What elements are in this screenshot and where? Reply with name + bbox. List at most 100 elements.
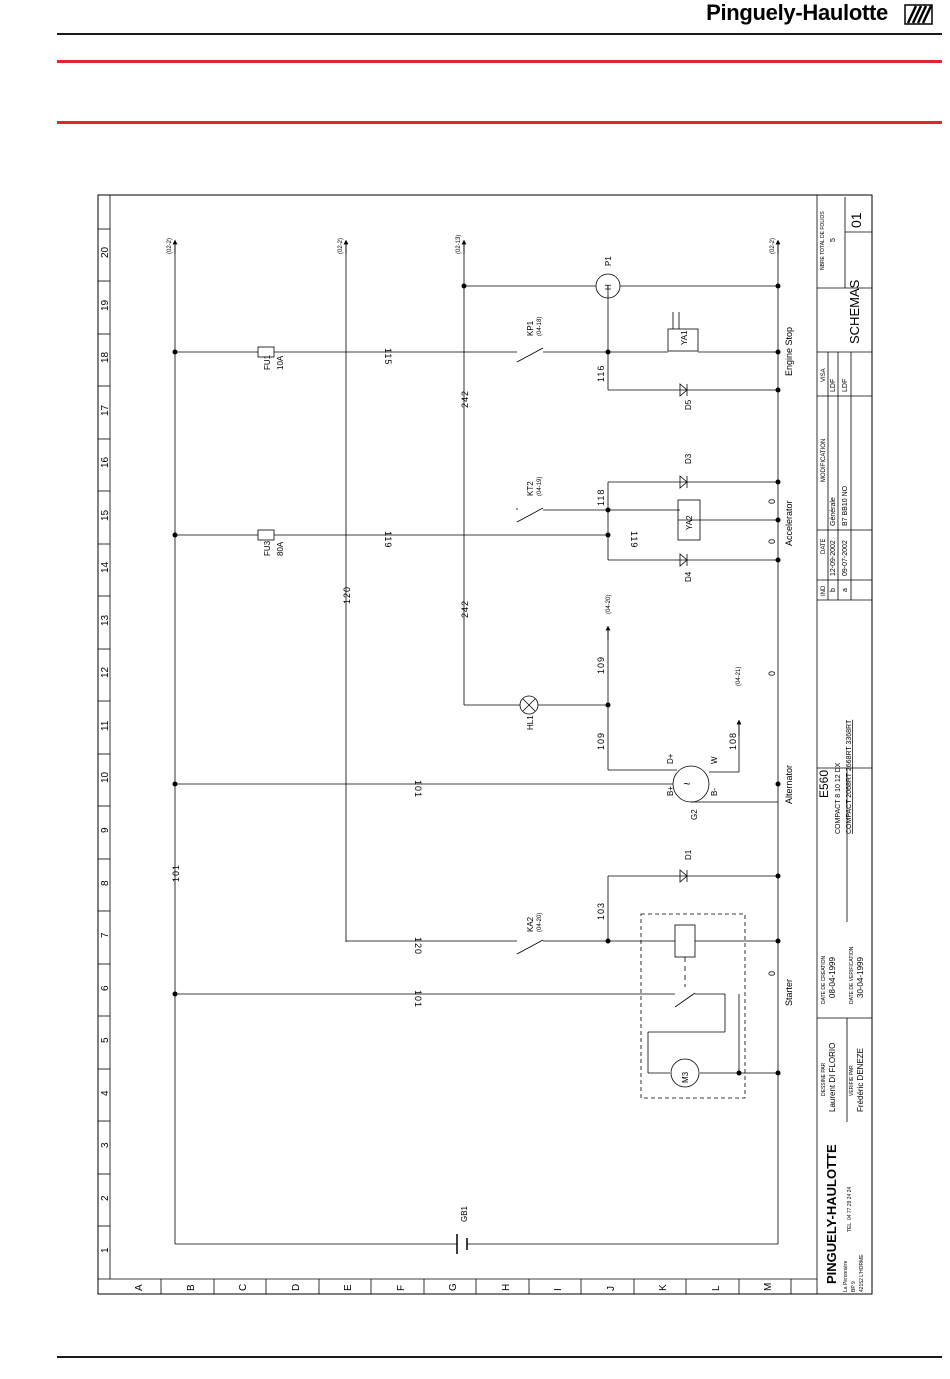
- rev-mod-header: MODIFICATION: [821, 439, 827, 482]
- wire-242: 242: [460, 600, 470, 618]
- grid-col-label: 10: [100, 771, 111, 783]
- grid-row-label: C: [238, 1284, 249, 1291]
- kt2-xref: (04-19): [537, 477, 543, 496]
- d1-label: D1: [684, 849, 693, 860]
- grid-col-label: 14: [100, 561, 111, 573]
- grid-col-label: 16: [100, 456, 111, 468]
- grid-col-label: 20: [100, 246, 111, 258]
- grid-row-label: B: [186, 1284, 197, 1291]
- grid-column-ticks: [98, 228, 110, 1227]
- wire-0: 0: [767, 538, 777, 544]
- g2-ref: G2: [690, 809, 699, 820]
- grid-col-label: 18: [100, 351, 111, 363]
- wiring-schematic: 1 1 2 3 4 5 6 7 8 9 10 11 12 13 14 15 16…: [97, 194, 873, 1295]
- grid-col-label: 13: [100, 614, 111, 626]
- svg-text:~: ~: [683, 777, 690, 791]
- wire-116: 116: [596, 365, 606, 382]
- checked-by-label: VERIFIE PAR: [849, 1065, 855, 1096]
- g2-w: W: [710, 756, 719, 764]
- wire-119: 119: [629, 531, 639, 548]
- rev-date-header: DATE: [821, 538, 827, 554]
- company-address-2: BP 9: [851, 1281, 857, 1292]
- grid-col-label: 19: [100, 299, 111, 311]
- grid-row-label: E: [343, 1284, 354, 1291]
- grid-row-label: F: [396, 1285, 407, 1291]
- wire-119: 119: [383, 531, 393, 548]
- company-tel: TEL. 04 77 29 24 24: [847, 1186, 853, 1232]
- grid-row-label: I: [553, 1288, 564, 1291]
- brand-logo-icon: [904, 4, 933, 25]
- grid-col-label: 7: [100, 932, 111, 938]
- wire-0: 0: [767, 670, 777, 676]
- rev-ind: b: [830, 588, 837, 592]
- grid-row-labels: A B C D E F G H I J K L M: [134, 1283, 774, 1291]
- gb1-label: GB1: [460, 1205, 469, 1222]
- g2-b-minus: B-: [710, 788, 719, 796]
- verification-date: 30-04-1999: [856, 957, 865, 998]
- ya1-label: YA1: [680, 330, 689, 345]
- wire-118: 118: [596, 489, 606, 506]
- label-starter: Starter: [784, 979, 794, 1006]
- fu3-rating: 80A: [276, 541, 285, 556]
- grid-row-label: H: [501, 1284, 512, 1291]
- grid-col-label: 4: [100, 1090, 111, 1096]
- hl1-label: HL1: [526, 715, 535, 730]
- rev-date: 09-07-2002: [842, 540, 849, 576]
- rev-visa: LDF: [842, 379, 849, 392]
- kt2-ref: KT2: [526, 481, 535, 496]
- grid-col-label: 11: [100, 720, 111, 731]
- grid-row-label: M: [763, 1283, 774, 1291]
- wire-0: 0: [767, 498, 777, 504]
- sheet-number: 01: [848, 212, 864, 228]
- xref-04-20: (04-20): [606, 595, 612, 614]
- wire-242: 242: [460, 390, 470, 408]
- company-name: PINGUELY-HAULOTTE: [824, 1144, 839, 1284]
- grid-column-labels: 1 2 3 4 5 6 7 8 9 10 11 12 13 14 15 16 1…: [100, 246, 111, 1253]
- grid-row-label: K: [658, 1284, 669, 1291]
- drawn-by-label: DESSINE PAR: [821, 1062, 827, 1096]
- wire-115: 115: [383, 348, 393, 365]
- label-alternator: Alternator: [784, 765, 794, 804]
- g2-d-plus: D+: [666, 753, 675, 764]
- fu1-ref: FU1: [263, 354, 272, 370]
- fu1-rating: 10A: [276, 355, 285, 370]
- grid-col-label: 1: [100, 1247, 111, 1253]
- model-variants-1: COMPACT 8 10 12 DX: [835, 762, 842, 834]
- grid-col-label: 8: [100, 880, 111, 886]
- brand-name: Pinguely-Haulotte: [706, 0, 888, 25]
- grid-row-label: J: [606, 1286, 617, 1291]
- rev-date: 12-09-2002: [830, 540, 837, 576]
- kp1-ref: KP1: [526, 320, 535, 336]
- folios-label: NBRE TOTAL DE FOLIOS: [820, 211, 826, 270]
- d4-label: D4: [684, 571, 693, 582]
- d5-label: D5: [684, 399, 693, 410]
- rev-visa-header: VISA: [821, 368, 827, 382]
- label-accelerator: Accelerator: [784, 500, 794, 546]
- m3-label: M3: [681, 1071, 690, 1083]
- label-engine-stop: Engine Stop: [784, 327, 794, 376]
- xref-02-2: (02-2): [167, 238, 173, 254]
- g2-b-plus: B+: [666, 786, 675, 796]
- wire-101: 101: [171, 864, 181, 882]
- verification-date-label: DATE DE VERIFICATION: [849, 946, 855, 1004]
- xref-02-2: (02-2): [338, 238, 344, 254]
- rev-ind: a: [842, 588, 849, 592]
- drawn-by: Laurent DI FLORIO: [828, 1043, 837, 1112]
- creation-date-label: DATE DE CREATION: [821, 955, 827, 1004]
- grid-col-label: 3: [100, 1142, 111, 1148]
- xref-02-13: (02-13): [456, 235, 462, 254]
- p1-symbol: H: [604, 284, 613, 290]
- sheet-title: SCHEMAS: [847, 279, 862, 344]
- creation-date: 08-04-1999: [828, 957, 837, 998]
- wire-103: 103: [596, 902, 606, 920]
- rev-visa: LDF: [830, 379, 837, 392]
- ya2-label: YA2: [685, 515, 694, 530]
- company-address-3: 42152 L'HORME: [859, 1254, 865, 1292]
- wire-109: 109: [596, 732, 606, 750]
- checked-by: Frédéric DENEZE: [856, 1048, 865, 1112]
- rev-mod: Générale: [830, 497, 837, 526]
- grid-row-ticks: [160, 1279, 792, 1294]
- rev-mod: B7 BB10 NO: [842, 485, 849, 526]
- p1-ref: P1: [604, 256, 613, 266]
- ka2-xref: (04-20): [537, 913, 543, 932]
